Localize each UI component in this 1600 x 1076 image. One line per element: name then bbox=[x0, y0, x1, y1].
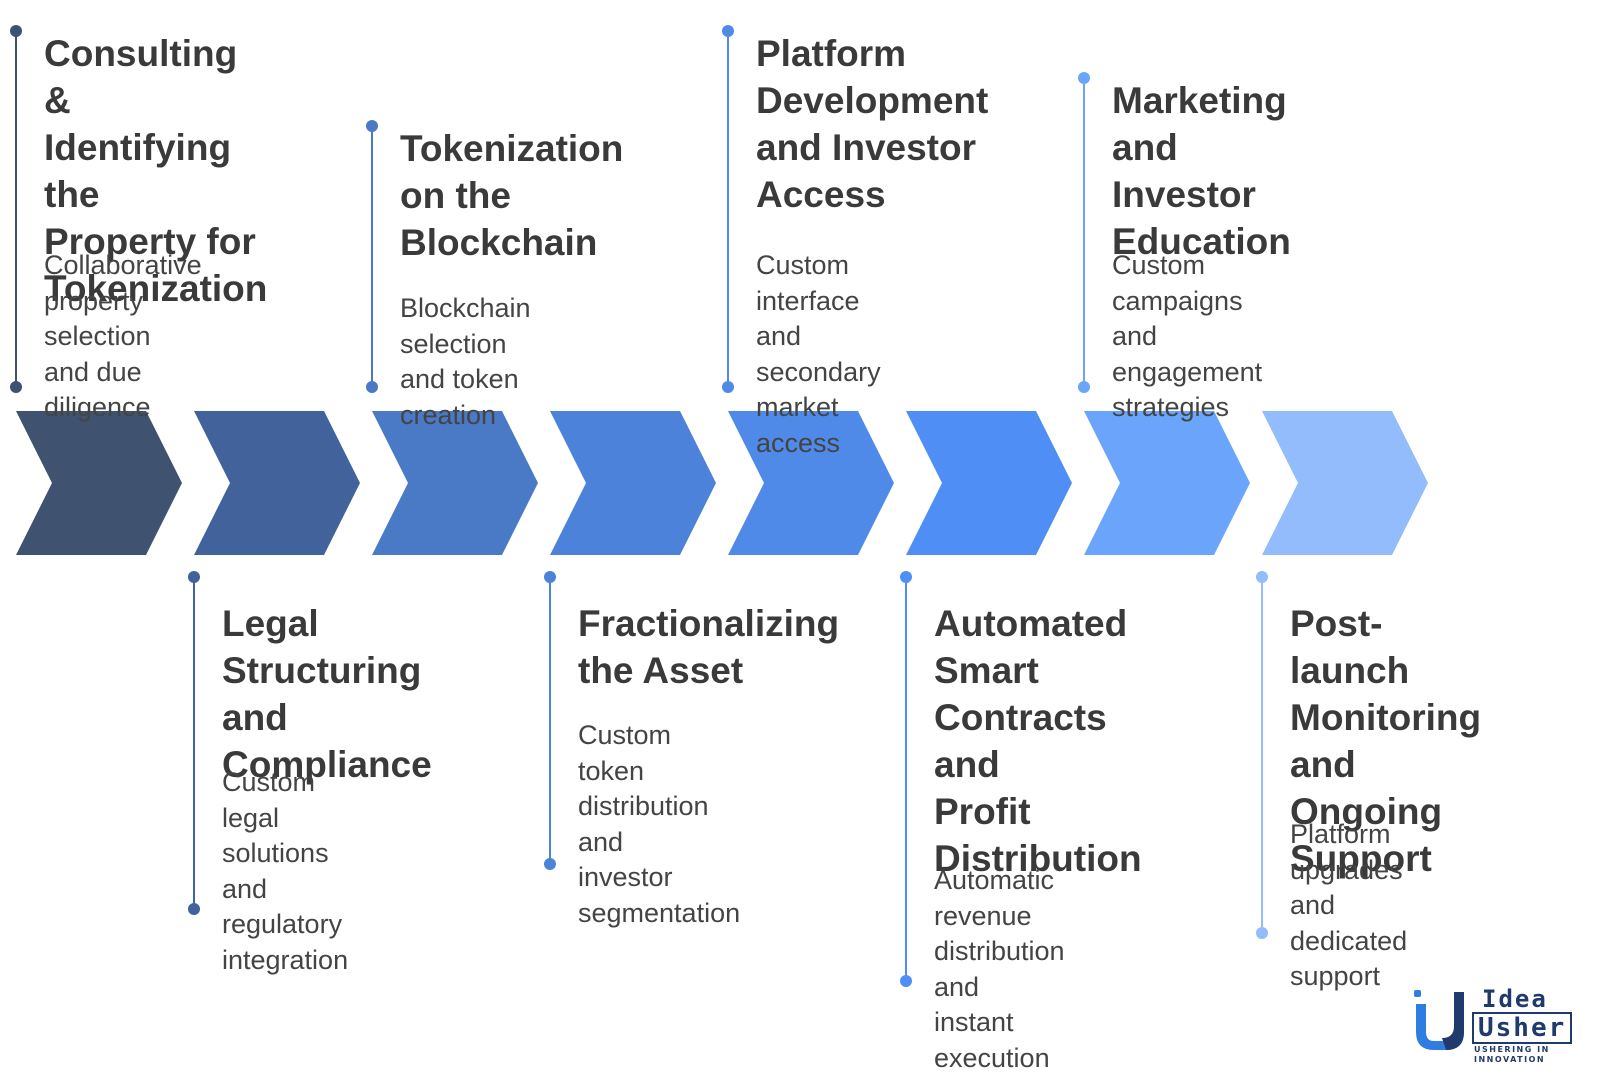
step-description: Custom interface and secondary market ac… bbox=[756, 250, 881, 458]
step-connector-dot-bottom bbox=[366, 381, 378, 393]
step-title: Post-launch Monitoring and Ongoing Suppo… bbox=[1290, 603, 1482, 879]
chevron-step-8 bbox=[1262, 411, 1428, 555]
step-connector-dot-top bbox=[1256, 571, 1268, 583]
idea-usher-u-icon bbox=[1414, 990, 1464, 1050]
step-connector-dot-bottom bbox=[188, 903, 200, 915]
chevron-step-4 bbox=[550, 411, 716, 555]
step-connector-dot-top bbox=[722, 25, 734, 37]
step-description: Collaborative property selection and due… bbox=[44, 250, 202, 422]
chevron-step-3 bbox=[372, 411, 538, 555]
step-title: Legal Structuring and Compliance bbox=[222, 603, 432, 785]
chevron-step-7 bbox=[1084, 411, 1250, 555]
step-title: Tokenization on the Blockchain bbox=[400, 128, 624, 263]
step-description: Automatic revenue distribution and insta… bbox=[934, 865, 1065, 1073]
chevron-step-2 bbox=[194, 411, 360, 555]
step-connector-line bbox=[15, 31, 17, 387]
step-connector-dot-top bbox=[10, 25, 22, 37]
step-connector-dot-bottom bbox=[544, 858, 556, 870]
step-title: Fractionalizing the Asset bbox=[578, 603, 840, 691]
step-connector-line bbox=[549, 577, 551, 864]
step-connector-dot-bottom bbox=[10, 381, 22, 393]
step-description: Custom legal solutions and regulatory in… bbox=[222, 767, 349, 975]
step-connector-dot-top bbox=[544, 571, 556, 583]
step-connector-dot-top bbox=[900, 571, 912, 583]
chevron-step-5 bbox=[728, 411, 894, 555]
step-connector-dot-bottom bbox=[900, 975, 912, 987]
step-title: Marketing and Investor Education bbox=[1112, 80, 1291, 262]
step-connector-dot-bottom bbox=[1256, 927, 1268, 939]
step-connector-dot-top bbox=[366, 120, 378, 132]
logo-tagline: USHERING IN INNOVATION bbox=[1474, 1045, 1550, 1064]
step-connector-line bbox=[905, 577, 907, 981]
step-connector-dot-bottom bbox=[722, 381, 734, 393]
step-connector-line bbox=[1261, 577, 1263, 933]
step-description: Custom token distribution and investor s… bbox=[578, 720, 741, 928]
step-description: Blockchain selection and token creation bbox=[400, 293, 531, 430]
logo-word-idea: Idea bbox=[1482, 985, 1548, 1013]
logo-word-usher: Usher bbox=[1472, 1012, 1573, 1044]
step-description: Custom campaigns and engagement strategi… bbox=[1112, 250, 1263, 422]
step-title: Automated Smart Contracts and Profit Dis… bbox=[934, 603, 1142, 879]
step-connector-line bbox=[1083, 78, 1085, 387]
step-connector-dot-top bbox=[188, 571, 200, 583]
step-description: Platform upgrades and dedicated support bbox=[1290, 819, 1408, 991]
step-connector-line bbox=[193, 577, 195, 909]
chevron-step-6 bbox=[906, 411, 1072, 555]
step-connector-line bbox=[371, 126, 373, 387]
step-connector-line bbox=[727, 31, 729, 387]
step-title: Platform Development and Investor Access bbox=[756, 33, 989, 215]
step-title: Consulting & Identifying the Property fo… bbox=[44, 33, 268, 309]
step-connector-dot-bottom bbox=[1078, 381, 1090, 393]
chevron-step-1 bbox=[16, 411, 182, 555]
step-connector-dot-top bbox=[1078, 72, 1090, 84]
